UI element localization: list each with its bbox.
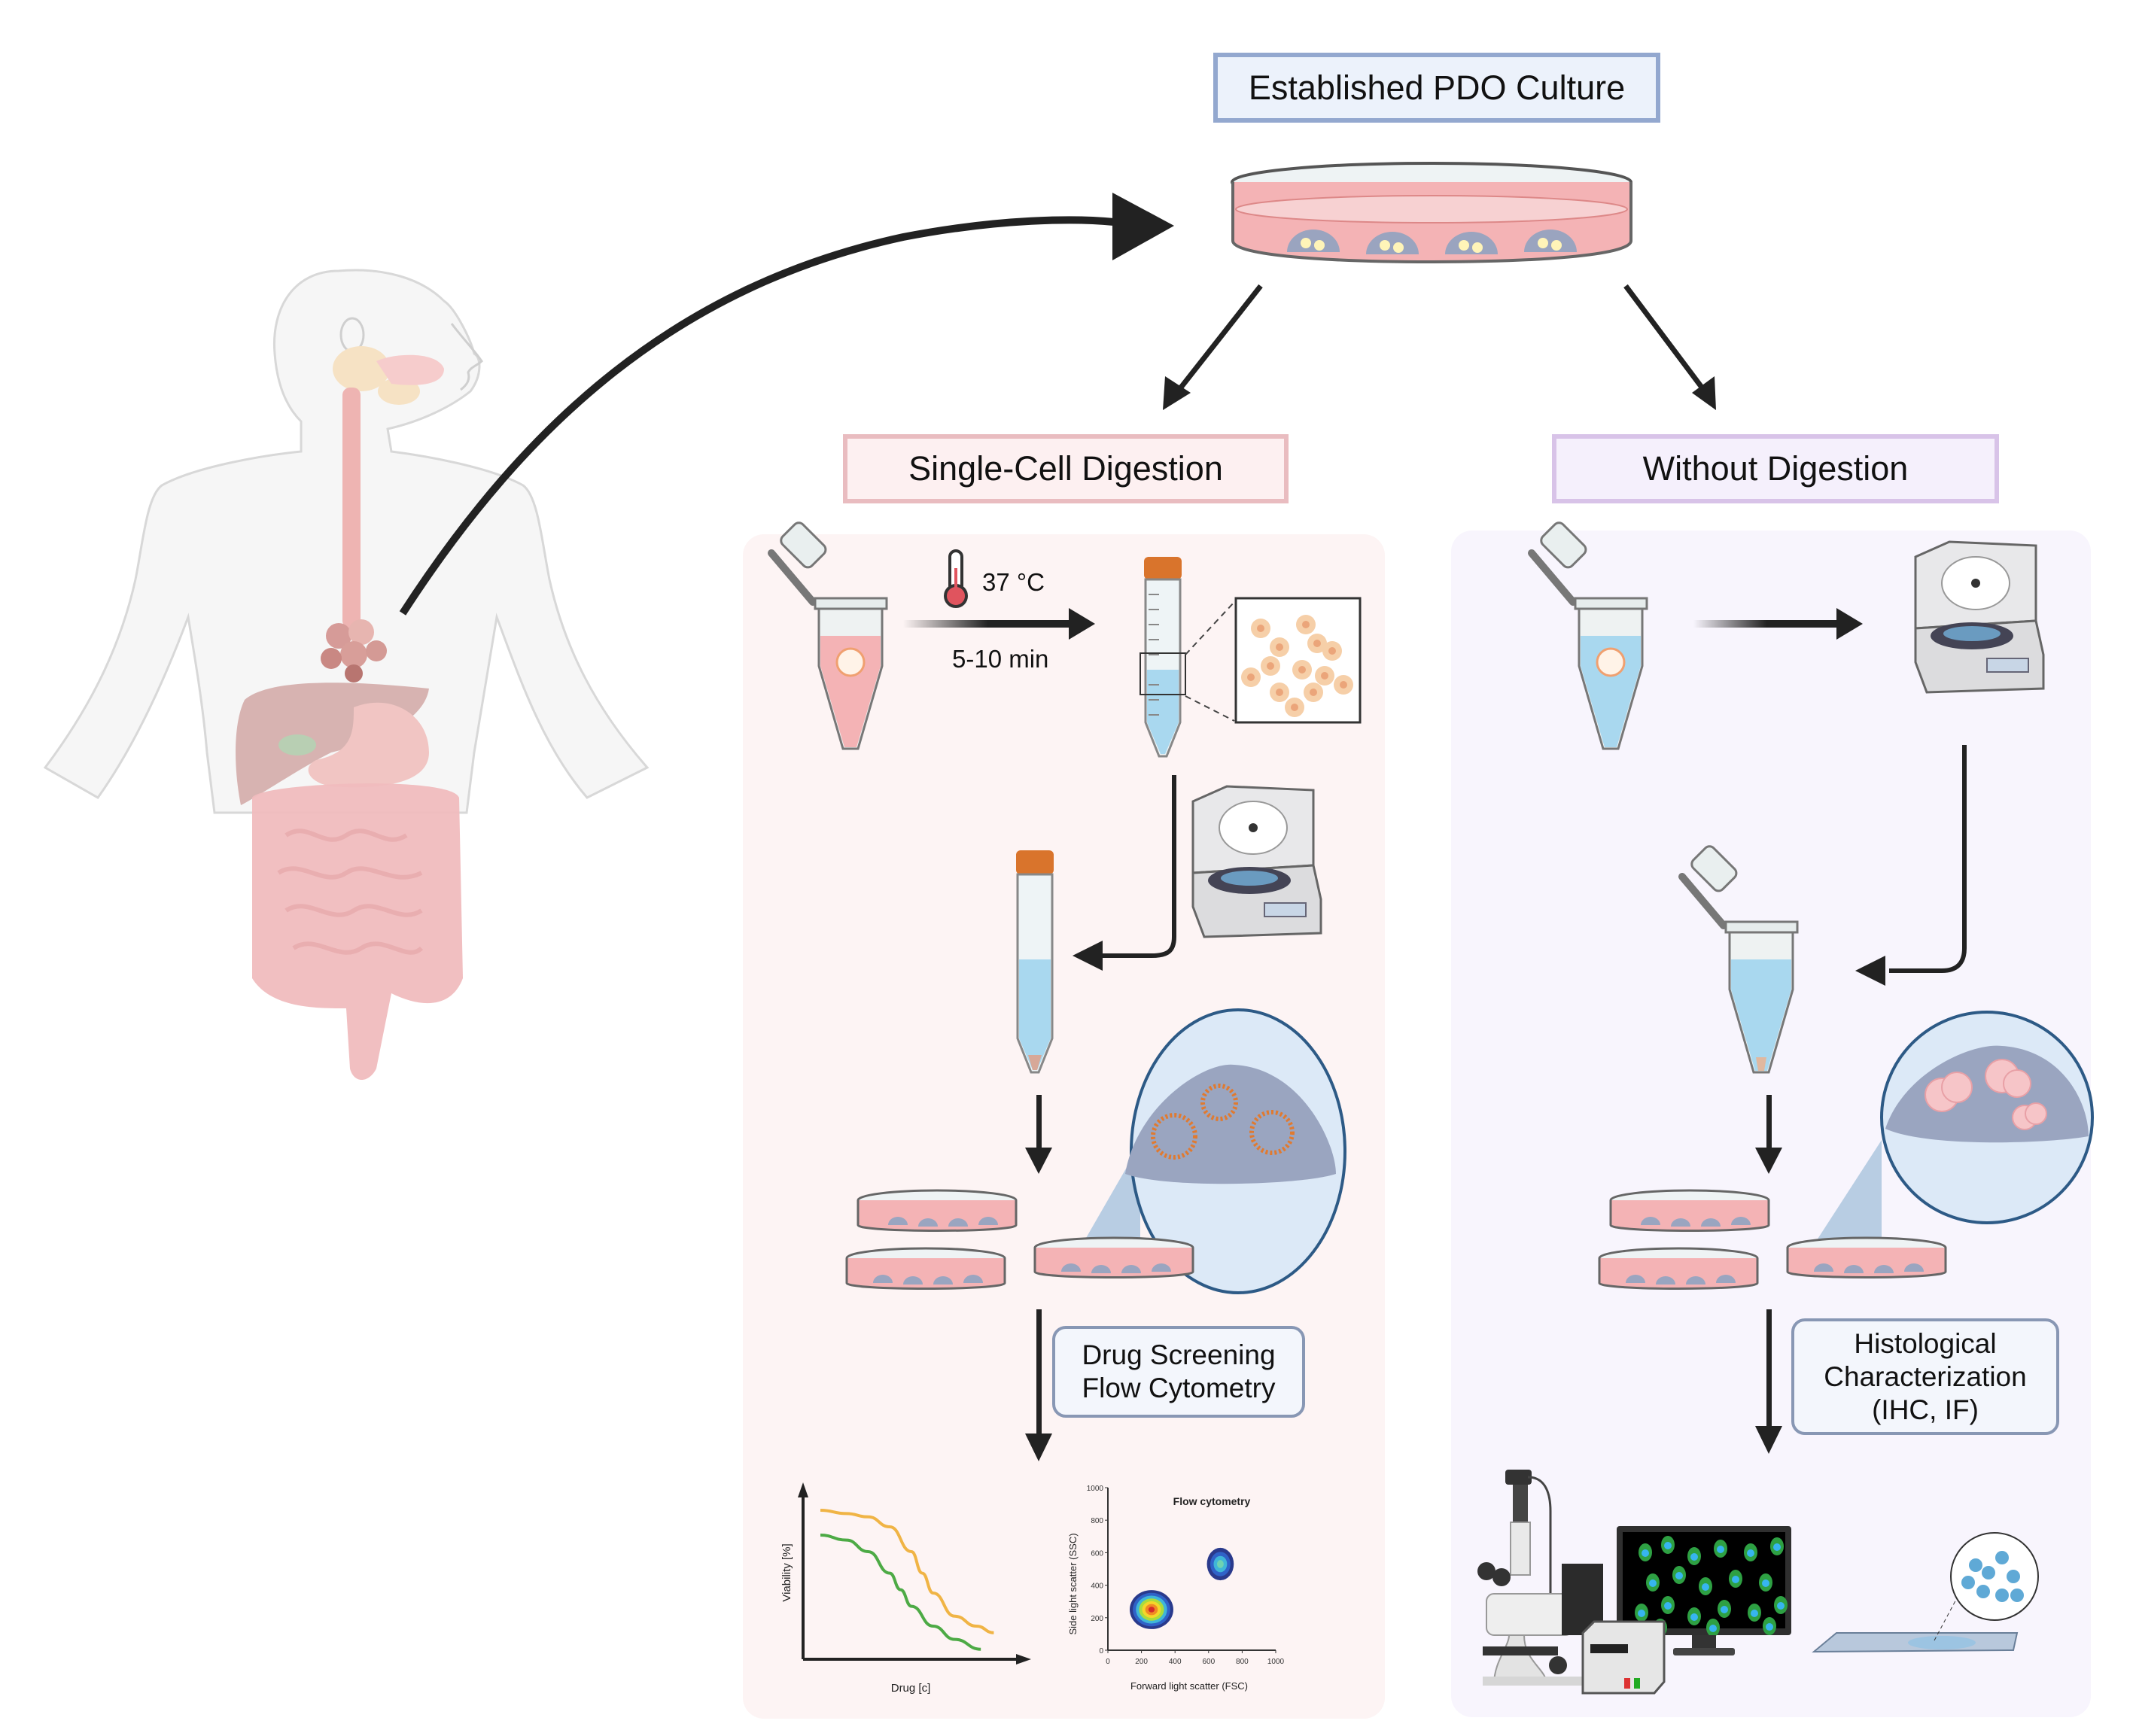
organoid-dome-icon	[1287, 230, 1577, 254]
result-line-2: Flow Cytometry	[1082, 1373, 1276, 1403]
down-arrow-3	[1755, 1095, 1782, 1174]
y-tick-label: 200	[1091, 1615, 1103, 1623]
flow-cytometry-chart: 0 200 400 600 800 1000 0 200 400 600 800 1000 Flow …	[1067, 1485, 1285, 1692]
centrifuge-icon	[1191, 785, 1322, 938]
ihc-slide-icon	[1812, 1532, 2039, 1653]
population-2-density	[1216, 1560, 1224, 1568]
stomach-icon	[308, 702, 429, 788]
y-tick-label: 600	[1091, 1549, 1103, 1558]
down-arrow-2	[1025, 1309, 1052, 1461]
branch-title-single-cell-digestion: Single-Cell Digestion	[843, 434, 1289, 503]
digestion-arrow	[903, 608, 1095, 640]
conical-tube-pellet-icon	[1016, 850, 1054, 1074]
dome-tissue-zoom-icon	[1799, 1011, 2094, 1268]
y-tick-label: 0	[1099, 1647, 1103, 1655]
thermometer-icon	[944, 549, 968, 608]
duration-label: 5-10 min	[952, 645, 1049, 673]
centrifuge-return-arrow	[1855, 745, 1967, 986]
arrow-head-icon	[1112, 193, 1174, 260]
x-tick-label: 1000	[1267, 1658, 1285, 1666]
culture-dishes-intact-icon	[1598, 1189, 1947, 1290]
y-axis-label: Viability [%]	[780, 1543, 793, 1601]
x-axis-label: Forward light scatter (FSC)	[1130, 1680, 1248, 1692]
result-line-3: (IHC, IF)	[1872, 1394, 1979, 1425]
centrifuge-icon	[1914, 540, 2045, 694]
culture-dish-icon	[1231, 162, 1632, 264]
down-arrow-1	[1025, 1095, 1052, 1174]
x-tick-label: 600	[1202, 1658, 1215, 1666]
monitor-icon	[1617, 1526, 1791, 1655]
x-axis-label: Drug [c]	[891, 1682, 931, 1695]
microcentrifuge-tube-pellet-icon	[1678, 845, 1799, 1074]
branch-title-without-digestion: Without Digestion	[1552, 434, 1999, 503]
y-axis-label: Side light scatter (SSC)	[1067, 1533, 1079, 1634]
microcentrifuge-tube-icon	[1528, 521, 1648, 750]
series-line-curve-1	[820, 1509, 994, 1634]
anatomy-illustration	[43, 269, 650, 1080]
tumor-icon	[321, 619, 387, 683]
x-tick-label: 0	[1106, 1658, 1110, 1666]
result-line-2: Characterization	[1824, 1361, 2027, 1392]
intestines-icon	[252, 783, 463, 1080]
result-line-1: Histological	[1854, 1327, 1997, 1359]
esophagus-icon	[342, 388, 361, 628]
x-axis	[803, 1654, 1031, 1665]
power-supply-icon	[1581, 1620, 1666, 1695]
centrifuge-return-arrow	[1073, 775, 1176, 971]
population-1-density	[1148, 1607, 1155, 1613]
dome-organoid-zoom-icon	[1069, 1008, 1346, 1294]
y-axis	[798, 1482, 808, 1659]
y-tick-label: 800	[1091, 1517, 1103, 1525]
x-tick-label: 200	[1135, 1658, 1148, 1666]
page-title: Established PDO Culture	[1213, 53, 1660, 123]
salivary-glands-icon	[333, 346, 444, 405]
down-arrow-4	[1755, 1309, 1782, 1454]
temperature-label: 37 °C	[982, 568, 1045, 596]
series-line-curve-2	[820, 1534, 981, 1651]
single-cells-zoom-icon	[1185, 597, 1362, 724]
culture-dishes-digested-icon	[845, 1189, 1194, 1290]
conical-tube-icon	[1140, 557, 1186, 758]
chart-title: Flow cytometry	[1173, 1495, 1251, 1507]
microcentrifuge-tube-icon	[768, 521, 888, 750]
microscope-icon	[1477, 1470, 1603, 1686]
x-tick-label: 400	[1169, 1658, 1182, 1666]
gallbladder-icon	[278, 734, 316, 756]
dose-response-chart: Drug [c] Viability [%]	[780, 1482, 1031, 1695]
x-tick-label: 800	[1236, 1658, 1249, 1666]
result-line-1: Drug Screening	[1082, 1339, 1276, 1370]
transfer-arrow	[1693, 608, 1863, 640]
y-tick-label: 400	[1091, 1582, 1103, 1591]
y-tick-label: 1000	[1087, 1485, 1104, 1493]
